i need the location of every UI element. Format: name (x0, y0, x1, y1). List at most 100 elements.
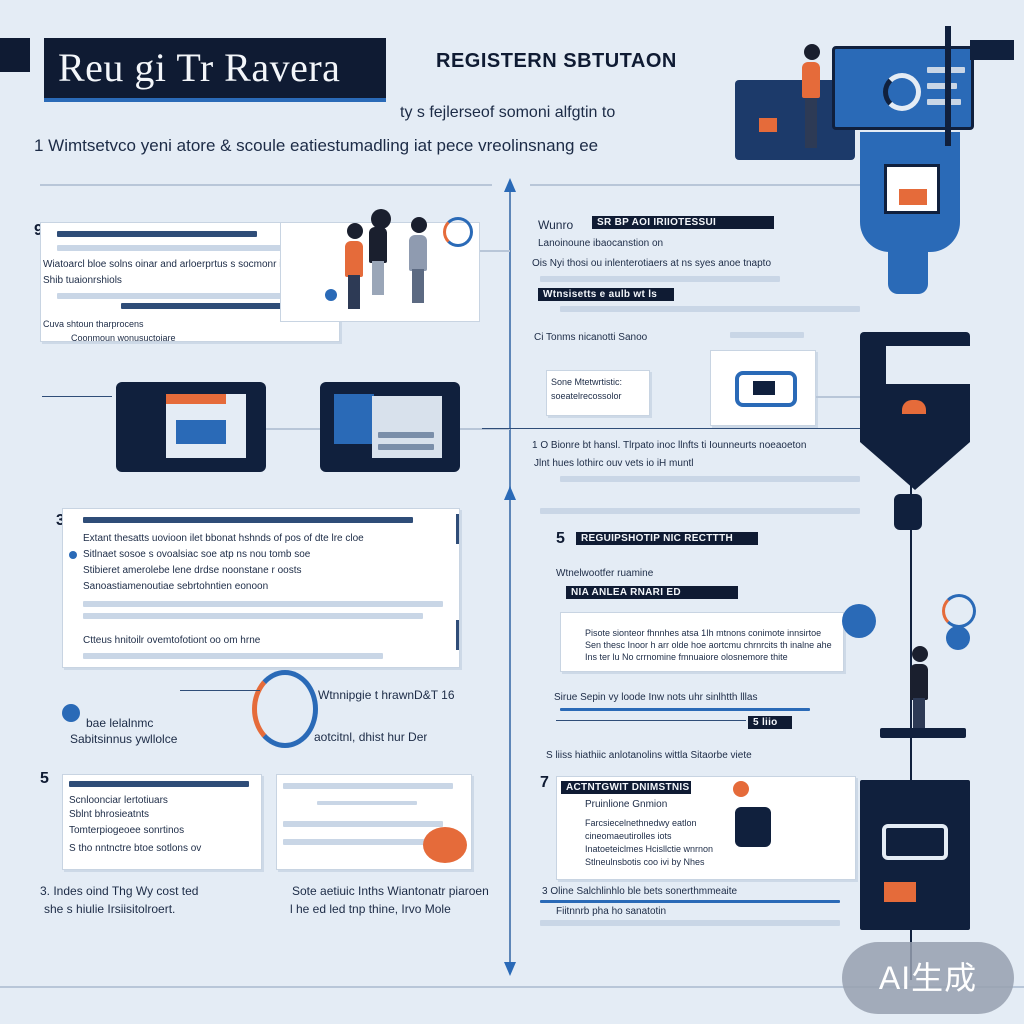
team-illustration-panel (280, 209, 480, 322)
r4-foot-1: 3 Oline Salchlinhlo ble bets sonerthmmea… (542, 886, 738, 897)
note-d: Sabitsinnus ywllolce (70, 732, 178, 746)
hero-device-base (888, 250, 928, 294)
r2-line-2: 1 O Bionre bt hansl. Tlrpato inoc llnfts… (532, 440, 807, 451)
r3-label-b: NIA ANLEA RNARI ED (566, 586, 738, 599)
section-2-line-5: Ctteus hnitoilr ovemtofotiont oo om hrne (83, 635, 261, 646)
section-3-line-1: Scnloonciar lertotiuars (69, 795, 168, 806)
section-3-line-2: Sblnt bhrosieatnts (69, 809, 150, 820)
title-underline (44, 98, 386, 102)
device-screen-right (372, 396, 442, 458)
r1-line-3: Wtnsisetts e aulb wt ls (538, 288, 674, 301)
r4-paragraph: Farcsiecelnethnedwy eatlon cineomaeutiro… (585, 818, 714, 867)
shield-point (860, 442, 970, 490)
r4-line-1: Pruinlione Gnmion (585, 799, 668, 810)
hero-panel-orange (759, 118, 777, 132)
section-2-line-2: Sitlnaet sosoe s ovoalsiac soe atp ns no… (83, 549, 311, 560)
router-icon (735, 371, 797, 407)
note-b: aotcitnl, dhist hur Der (314, 730, 428, 744)
timeline-arrow-top-icon (504, 178, 516, 192)
foot-3: Sote aetiuic Inths Wiantonatr piaroen (292, 884, 489, 898)
timeline-axis (509, 190, 511, 970)
r1-line-2: Ois Nyi thosi ou inlenterotiaers at ns s… (532, 258, 772, 269)
ai-generated-badge: AI生成 (842, 942, 1014, 1014)
timeline-arrow-mid-icon (504, 486, 516, 500)
bullet-icon (69, 551, 77, 559)
person-standing-figure (906, 642, 936, 732)
timeline-arrow-bottom-icon (504, 962, 516, 976)
shield-icon (62, 704, 80, 722)
r1-label-a: Wunro (538, 218, 574, 232)
r4-foot-2: Fiitnnrb pha ho sanatotin (556, 906, 667, 917)
hero-monitor (832, 46, 974, 130)
r4-device-icon (735, 807, 771, 847)
divider-left-top (40, 184, 492, 186)
gauge-icon (883, 73, 921, 111)
laptop-icon (882, 824, 948, 860)
lead-line-1: ty s fejlerseof somoni alfgtin to (400, 104, 616, 121)
r3-paragraph: Pisote sionteor fhnnhes atsa 1Ih mtnons … (585, 628, 832, 662)
section-card-2: Extant thesatts uovioon ilet bbonat hshn… (62, 508, 460, 668)
device-screen-left (166, 394, 246, 458)
platform-base (880, 728, 966, 738)
r2-line-3: Jlnt hues lothirc ouv vets io iH muntl (534, 458, 694, 469)
section-2-line-3: Stibieret amerolebe lene drdse noonstane… (83, 565, 302, 576)
r3-number: 5 (556, 530, 565, 547)
section-number: 9 (34, 222, 43, 239)
pie-icon (842, 604, 876, 638)
r4-heading: ACTNTGWIT DNIMSTNIS (561, 781, 691, 794)
r3-heading: REGUIPSHOTIP NIC RECTTTH (576, 532, 758, 545)
foot-2: she s hiulie Irsiisitolroert. (44, 902, 176, 916)
ring-graphic-icon (252, 670, 318, 748)
device-card-left (116, 382, 266, 472)
cloud-icon (423, 827, 467, 863)
r4-number: 7 (540, 774, 549, 791)
section-2-line-1: Extant thesatts uovioon ilet bbonat hshn… (83, 533, 364, 544)
note-a: Wtnnipgie t hrawnD&T 16 (318, 688, 455, 702)
r3-paragraph-card: Pisote sionteor fhnnhes atsa 1Ih mtnons … (560, 612, 844, 672)
lead-line-2: 1 Wimtsetvco yeni atore & scoule eatiest… (34, 136, 599, 155)
r2-line-1: Ci Tonms nicanotti Sanoo (534, 332, 648, 343)
r3-line-1: Wtnelwootfer ruamine (556, 568, 654, 579)
shield-panel (860, 332, 970, 442)
foot-1: 3. Indes oind Thg Wy cost ted (40, 884, 199, 898)
page-subtitle: REGISTERN SBTUTAON (436, 50, 677, 72)
section-2-line-4: Sanoastiamenoutiae sebrtohntien eonoon (83, 581, 269, 592)
small-dot-icon (325, 289, 337, 301)
section-1-line-1: Wiatoarcl bloe solns oinar and arloerprt… (43, 259, 293, 270)
alert-dot-icon (733, 781, 749, 797)
header-edge-block (0, 38, 30, 72)
r3-line-4: S liiss hiathiic anlotanolins wittla Sit… (546, 750, 752, 761)
footer-rule (0, 986, 1024, 988)
r2-device-card (710, 350, 816, 426)
device-card-right (320, 382, 460, 472)
r1-label-b: SR BP AOI IRIIOTESSUI (592, 216, 774, 229)
section-1-line-2: Shib tuaionrshiols (43, 275, 122, 286)
hero-device-screen (884, 164, 940, 214)
r2-callout: Sone Mtetwrtistic: soeatelrecossolor (551, 377, 623, 401)
section-number: 5 (40, 770, 49, 787)
padlock-icon (894, 494, 922, 530)
foot-4: l he ed led tnp thine, Irvo Mole (290, 902, 451, 916)
section-card-3: Scnloonciar lertotiuars Sblnt bhrosieatn… (62, 774, 262, 870)
gear-icon (942, 594, 976, 628)
divider-right-top (530, 184, 860, 186)
person-woman-figure (796, 40, 826, 160)
lightbulb-icon (443, 217, 473, 247)
section-1-line-3: Cuva shtoun tharprocens (43, 319, 144, 329)
note-c: bae lelalnmc (86, 716, 154, 730)
location-pin-icon (946, 626, 970, 650)
page-title: Reu gi Tr Ravera (44, 38, 386, 98)
section-number: 3 (56, 512, 65, 529)
desk-lamp-icon (902, 400, 926, 414)
section-1-line-4: Coonmoun wonusuctoiare (71, 333, 176, 343)
section-card-4 (276, 774, 472, 870)
r3-line-3: 5 liio (748, 716, 792, 729)
r3-line-2: Sirue Sepin vy loode Inw nots uhr sinlht… (554, 692, 758, 703)
r4-large-panel (860, 780, 970, 930)
r4-card: ACTNTGWIT DNIMSTNIS Pruinlione Gnmion Fa… (556, 776, 856, 880)
section-3-line-4: S tho nntnctre btoe sotlons ov (69, 843, 202, 854)
r1-line-1: Lanoinoune ibaocanstion on (538, 238, 664, 249)
hero-device-body (860, 132, 960, 252)
callout-box: Sone Mtetwrtistic: soeatelrecossolor (546, 370, 650, 416)
section-3-line-3: Tomterpiogeoee sonrtinos (69, 825, 185, 836)
